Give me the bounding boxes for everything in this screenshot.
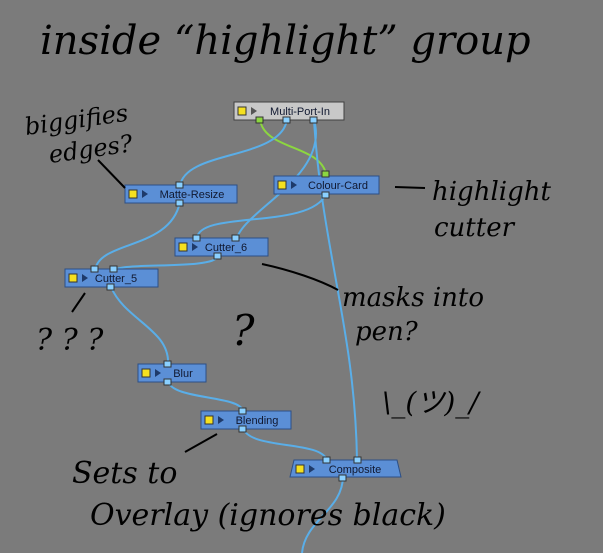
wire-multiport-to-colourcard [259, 119, 327, 175]
annotation-question-marks: ? ? ? [36, 323, 104, 358]
annotation-title: inside “highlight” group [40, 18, 531, 64]
node-label: Colour-Card [308, 180, 368, 192]
node-enable-toggle[interactable] [204, 415, 214, 425]
play-icon [155, 369, 161, 377]
annotation-pointer-highlight [394, 186, 426, 189]
output-port[interactable] [163, 378, 172, 386]
node-enable-toggle[interactable] [295, 464, 305, 474]
wire-multiport-to-matteresize [179, 119, 288, 187]
wires [94, 119, 358, 553]
annotation-sets-line1: Sets to [72, 456, 177, 491]
node-multi-port-in[interactable]: Multi-Port-In [233, 101, 345, 124]
node-label: Composite [329, 464, 382, 476]
input-port[interactable] [90, 265, 99, 273]
input-port[interactable] [238, 407, 247, 415]
annotation-pointer-questions [71, 292, 86, 313]
node-enable-toggle[interactable] [141, 368, 151, 378]
handwritten-annotations: inside “highlight” group biggifies edges… [23, 18, 552, 533]
output-port[interactable] [309, 116, 318, 124]
output-port[interactable] [255, 116, 264, 124]
wire-blur-to-blending [167, 380, 244, 412]
node-enable-toggle[interactable] [277, 180, 287, 190]
node-blending[interactable]: Blending [200, 407, 292, 433]
annotation-pointer-masks [261, 263, 339, 291]
play-icon [218, 416, 224, 424]
input-port[interactable] [109, 265, 118, 273]
node-label: Blur [173, 368, 193, 380]
node-cutter-6[interactable]: Cutter_6 [174, 234, 269, 260]
wire-cutter6-to-cutter5 [113, 255, 219, 271]
annotation-pointer-biggifies [97, 159, 126, 189]
node-enable-toggle[interactable] [178, 242, 188, 252]
annotation-masks-line2: pen? [355, 317, 419, 347]
output-port[interactable] [238, 425, 247, 433]
play-icon [192, 243, 198, 251]
annotation-pointer-sets [184, 433, 218, 453]
output-port[interactable] [213, 252, 222, 260]
input-port[interactable] [192, 234, 201, 242]
annotation-shrug: \_(ツ)_/ [382, 386, 481, 419]
output-port[interactable] [106, 283, 115, 291]
wire-matteresize-to-cutter5 [94, 201, 181, 271]
node-colour-card[interactable]: Colour-Card [273, 170, 380, 199]
input-port[interactable] [163, 360, 172, 368]
wire-colourcard-to-cutter6 [196, 193, 327, 239]
play-icon [251, 107, 257, 115]
annotation-highlight-line2: cutter [434, 213, 516, 243]
node-label: Matte-Resize [160, 189, 225, 201]
output-port[interactable] [321, 191, 330, 199]
play-icon [142, 190, 148, 198]
annotation-question-mark: ? [232, 306, 255, 355]
node-label: Blending [236, 415, 279, 427]
node-label: Cutter_6 [205, 242, 247, 254]
input-port[interactable] [175, 181, 184, 189]
input-port[interactable] [322, 456, 331, 464]
output-port[interactable] [338, 474, 347, 482]
wire-composite-out [301, 475, 344, 553]
node-matte-resize[interactable]: Matte-Resize [124, 181, 238, 207]
input-port[interactable] [321, 170, 330, 178]
output-port[interactable] [175, 199, 184, 207]
annotation-highlight-line1: highlight [432, 177, 551, 207]
annotation-masks-line1: masks into [342, 283, 484, 313]
node-enable-toggle[interactable] [237, 106, 247, 116]
node-cutter-5[interactable]: Cutter_5 [64, 265, 159, 291]
output-port[interactable] [282, 116, 291, 124]
wire-blending-to-composite [242, 427, 328, 461]
node-enable-toggle[interactable] [68, 273, 78, 283]
input-port[interactable] [353, 456, 362, 464]
wire-cutter5-to-blur [110, 286, 170, 365]
play-icon [82, 274, 88, 282]
node-composite[interactable]: Composite [289, 456, 402, 482]
play-icon [291, 181, 297, 189]
node-label: Cutter_5 [95, 273, 137, 285]
node-enable-toggle[interactable] [128, 189, 138, 199]
input-port[interactable] [231, 234, 240, 242]
node-label: Multi-Port-In [270, 106, 330, 118]
play-icon [309, 465, 315, 473]
annotation-sets-line2: Overlay (ignores black) [90, 498, 446, 533]
node-blur[interactable]: Blur [137, 360, 207, 386]
